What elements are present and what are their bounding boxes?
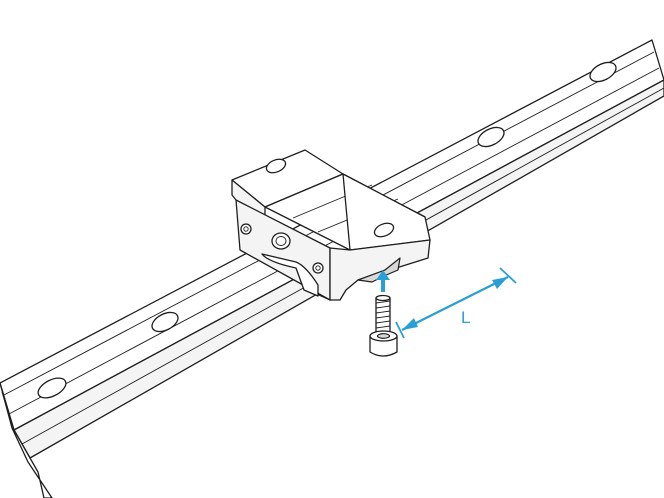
lube-port — [271, 232, 291, 250]
rail-mount-hole — [151, 311, 179, 333]
insertion-arrow — [376, 270, 390, 292]
carriage-block — [231, 149, 431, 301]
cap-screw — [369, 294, 398, 357]
rail-mount-hole — [477, 126, 505, 148]
dimension-label: L — [461, 308, 470, 327]
block-mount-hole — [265, 158, 287, 174]
rail-mount-hole — [37, 377, 67, 399]
rail-mount-hole — [589, 61, 617, 83]
dimension-arrow — [395, 267, 517, 339]
block-mount-hole — [373, 222, 395, 238]
